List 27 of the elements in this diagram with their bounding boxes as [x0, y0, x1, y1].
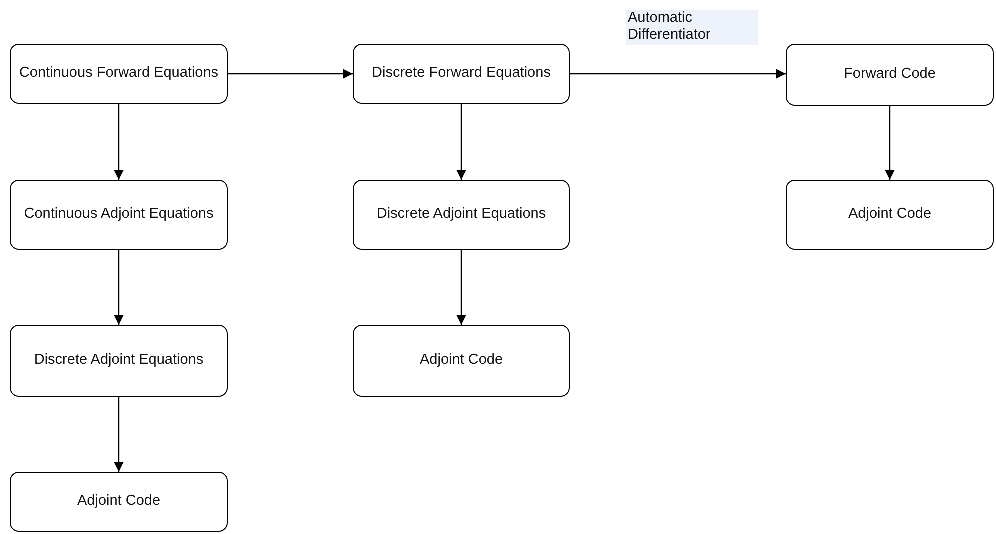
node-text: Adjoint Code — [420, 351, 504, 370]
process-box — [786, 44, 994, 106]
arrow — [114, 104, 124, 180]
arrow — [114, 250, 124, 325]
arrow — [885, 106, 895, 180]
node-text: Forward Code — [844, 65, 936, 84]
process-box — [10, 325, 228, 397]
arrow — [456, 104, 466, 180]
node-text: Continuous Adjoint Equations — [24, 205, 214, 224]
node-text: Discrete Forward Equations — [372, 64, 551, 84]
process-box — [353, 325, 570, 397]
process-box — [10, 44, 228, 104]
arrow — [570, 69, 786, 79]
edge-label: Automatic Differentiator — [626, 10, 758, 45]
process-box — [353, 180, 570, 250]
node-text: Discrete Adjoint Equations — [376, 205, 546, 224]
arrow — [456, 250, 466, 325]
process-box — [10, 472, 228, 532]
process-box — [786, 180, 994, 250]
process-box — [353, 44, 570, 104]
node-text: Discrete Adjoint Equations — [34, 351, 204, 370]
process-box — [10, 180, 228, 250]
node-text: Adjoint Code — [77, 492, 161, 512]
node-text: Adjoint Code — [848, 205, 932, 224]
arrow — [114, 397, 124, 472]
node-text: Continuous Forward Equations — [19, 64, 219, 84]
arrow — [228, 69, 353, 79]
